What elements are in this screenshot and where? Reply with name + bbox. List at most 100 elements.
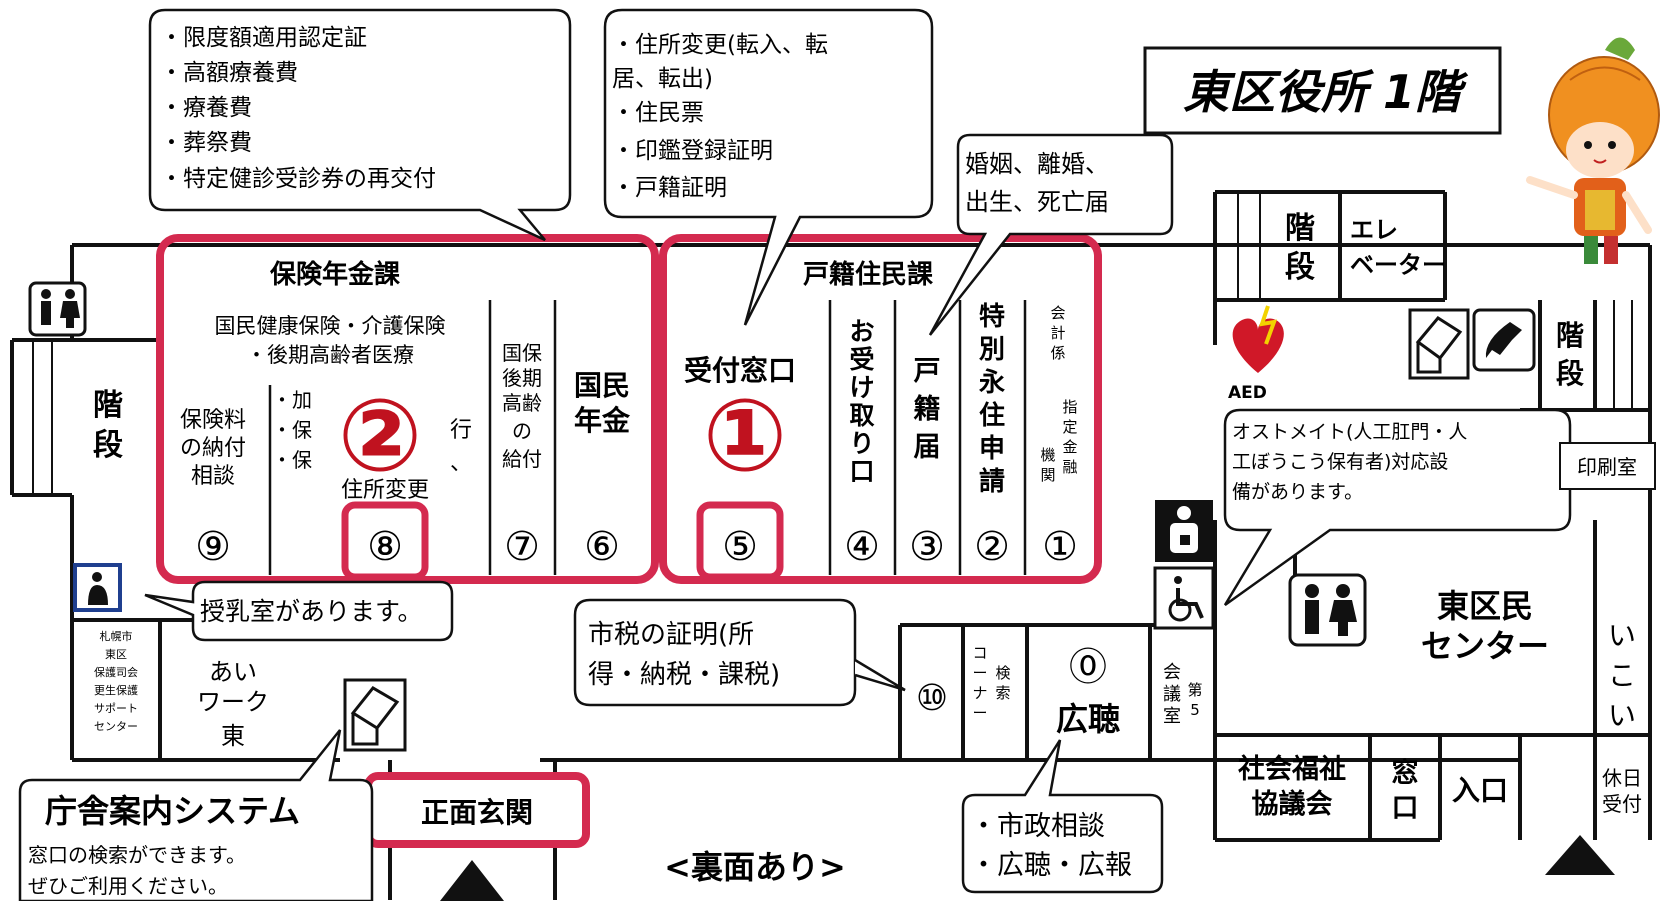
kiosk-icon bbox=[343, 678, 407, 752]
stairs-left-hatch bbox=[32, 340, 53, 495]
counter-1-label-3: 係 bbox=[1050, 344, 1065, 362]
support-center-label-4: 更生保護 bbox=[94, 683, 138, 697]
counter-3-label-2: 籍 bbox=[914, 393, 941, 425]
insurance-service-4: ・葬祭費 bbox=[160, 130, 252, 156]
ai-work-label-2: ワーク bbox=[197, 688, 269, 716]
ai-work-label-3: 東 bbox=[221, 722, 245, 750]
guide-system-line-2: ぜひご利用ください。 bbox=[28, 874, 228, 898]
support-center-room[interactable]: 札幌市 東区 保護司会 更生保護 サポート センター bbox=[94, 629, 138, 733]
entrance-arrow-icon bbox=[1545, 835, 1615, 875]
ikoi-room[interactable]: い こ い bbox=[1608, 619, 1636, 732]
counter-6[interactable]: 国民 年金 ⑥ bbox=[574, 369, 631, 570]
search-corner-label-1: コ bbox=[972, 644, 987, 662]
registry-service-2: 居、転出) bbox=[612, 66, 713, 92]
window-label-2: 口 bbox=[1392, 793, 1419, 824]
koseki-section-box[interactable] bbox=[659, 234, 1102, 584]
kocho-number: ⓪ bbox=[1069, 645, 1107, 689]
search-corner[interactable]: コ ー ナ ー 検 索 bbox=[972, 644, 1010, 722]
aed-label: AED bbox=[1228, 383, 1267, 403]
counter-3-number: ③ bbox=[909, 524, 945, 570]
elevator-label-2: ベーター bbox=[1350, 251, 1446, 279]
meeting-room-label-2: 議 bbox=[1163, 684, 1181, 705]
search-corner-label-4: ー bbox=[972, 704, 987, 722]
stairs-right-label-2: 段 bbox=[1556, 357, 1584, 390]
callout-public-hearing: ・市政相談 ・広聴・広報 bbox=[961, 739, 1164, 894]
social-welfare-label-1: 社会福祉 bbox=[1238, 753, 1346, 785]
restroom-icon bbox=[28, 281, 87, 337]
counter-8-number: ⑧ bbox=[367, 524, 403, 570]
main-entrance-label: 正面玄関 bbox=[421, 796, 533, 829]
ostomate-icon bbox=[1155, 500, 1213, 562]
counter-8-label-1: ・加 bbox=[272, 388, 312, 412]
counter-1-label-4: 指 bbox=[1062, 398, 1077, 416]
counter-3-label-3: 届 bbox=[914, 432, 941, 463]
floor-title-box: 東区役所 1階 bbox=[1143, 46, 1502, 135]
counter-1-label-9: 関 bbox=[1040, 466, 1055, 484]
counter-9-label-3: 相談 bbox=[191, 464, 235, 489]
ikoi-label-3: い bbox=[1608, 699, 1636, 732]
counter-7-label-4: の bbox=[512, 419, 532, 443]
counter-5[interactable]: 受付窓口 ⑤ bbox=[684, 354, 796, 570]
ikoi-label-1: い bbox=[1608, 619, 1636, 652]
counter-9-number: ⑨ bbox=[195, 524, 231, 570]
family-registry-line-2: 出生、死亡届 bbox=[965, 188, 1109, 216]
counter-9[interactable]: 保険料 の納付 相談 ⑨ bbox=[180, 408, 246, 570]
counter-8-label-4: 行 bbox=[450, 418, 472, 443]
guide-system-title: 庁舎案内システム bbox=[45, 792, 300, 830]
counter-10-number[interactable]: ⑩ bbox=[916, 678, 948, 719]
search-corner-name-1: 検 bbox=[995, 664, 1010, 682]
public-hearing-line-1: ・市政相談 bbox=[970, 811, 1105, 842]
ostomate-line-3: 備があります。 bbox=[1232, 481, 1363, 503]
stairs-left-label-1: 階 bbox=[93, 388, 123, 423]
counter-7-label-5: 給付 bbox=[502, 447, 542, 471]
counter-2[interactable]: 特 別 永 住 申 請 ② bbox=[974, 301, 1010, 570]
social-welfare-label-2: 協議会 bbox=[1252, 789, 1333, 820]
stairs-center-label-1: 階 bbox=[1285, 211, 1315, 246]
support-center-label-5: サポート bbox=[94, 702, 138, 715]
counter-7[interactable]: 国保 後期 高齢 の 給付 ⑦ bbox=[502, 341, 542, 570]
counter-8-box[interactable] bbox=[341, 501, 429, 581]
counter-2-label-2: 別 bbox=[979, 335, 1005, 365]
print-room-label: 印刷室 bbox=[1577, 455, 1637, 479]
hoken-title: 保険年金課 bbox=[269, 259, 401, 290]
print-room[interactable]: 印刷室 bbox=[1559, 442, 1656, 490]
wheelchair-icon bbox=[1153, 566, 1215, 630]
registry-service-4: ・印鑑登録証明 bbox=[612, 138, 773, 164]
ostomate-line-2: 工ぼうこう保有者)対応設 bbox=[1232, 451, 1448, 473]
counter-4[interactable]: お 受 け 取 り 口 ④ bbox=[844, 317, 880, 570]
support-center-label-1: 札幌市 bbox=[100, 629, 133, 643]
counter-7-label-2: 後期 bbox=[502, 366, 542, 390]
counter-1-label-6: 金 bbox=[1062, 438, 1077, 456]
ai-work-label-1: あい bbox=[209, 658, 257, 686]
counter-1-label-5: 定 bbox=[1062, 418, 1077, 436]
counter-8-label-2: ・保 bbox=[272, 418, 312, 442]
kocho-room[interactable]: ⓪ 広聴 bbox=[1056, 645, 1120, 738]
counter-8[interactable]: ・加 ・保 ・保 行 、 住所変更 ⑧ bbox=[272, 388, 472, 570]
search-corner-label-2: ー bbox=[972, 664, 987, 682]
entrance-label: 入口 bbox=[1452, 774, 1508, 807]
ikoi-label-2: こ bbox=[1608, 659, 1636, 692]
stairs-right-hatch bbox=[1237, 192, 1633, 410]
family-registry-line-1: 婚姻、離婚、 bbox=[965, 150, 1109, 178]
guide-system-line-1: 窓口の検索ができます。 bbox=[28, 843, 246, 867]
counter-2-label-1: 特 bbox=[979, 301, 1005, 332]
counter-8-label-3: ・保 bbox=[272, 448, 312, 472]
counter-1[interactable]: 会 計 係 指 定 金 融 機 関 ① bbox=[1040, 304, 1077, 570]
callout-city-tax: 市税の証明(所 得・納税・課税) bbox=[573, 598, 906, 707]
meeting-room-no-1: 第 bbox=[1187, 681, 1202, 699]
search-corner-name-2: 索 bbox=[995, 684, 1010, 702]
city-tax-line-1: 市税の証明(所 bbox=[588, 620, 754, 650]
registry-service-5: ・戸籍証明 bbox=[612, 175, 727, 201]
callout-registry-services: ・住所変更(転入、転 居、転出) ・住民票 ・印鑑登録証明 ・戸籍証明 bbox=[603, 8, 934, 326]
floor-title: 東区役所 1階 bbox=[1183, 65, 1469, 119]
ai-work-room[interactable]: あい ワーク 東 bbox=[197, 658, 269, 750]
counter-3[interactable]: 戸 籍 届 ③ bbox=[909, 356, 945, 570]
counter-2-label-5: 申 bbox=[979, 434, 1005, 464]
callout-family-registry: 婚姻、離婚、 出生、死亡届 bbox=[928, 133, 1174, 336]
counter-5-label: 受付窓口 bbox=[684, 354, 796, 387]
koseki-area-number: ① bbox=[703, 377, 788, 494]
meeting-room-5[interactable]: 会 議 室 第 5 bbox=[1163, 662, 1203, 727]
counter-5-box[interactable] bbox=[696, 501, 784, 581]
insurance-service-5: ・特定健診受診券の再交付 bbox=[160, 166, 436, 192]
phone-icon bbox=[1472, 308, 1536, 372]
